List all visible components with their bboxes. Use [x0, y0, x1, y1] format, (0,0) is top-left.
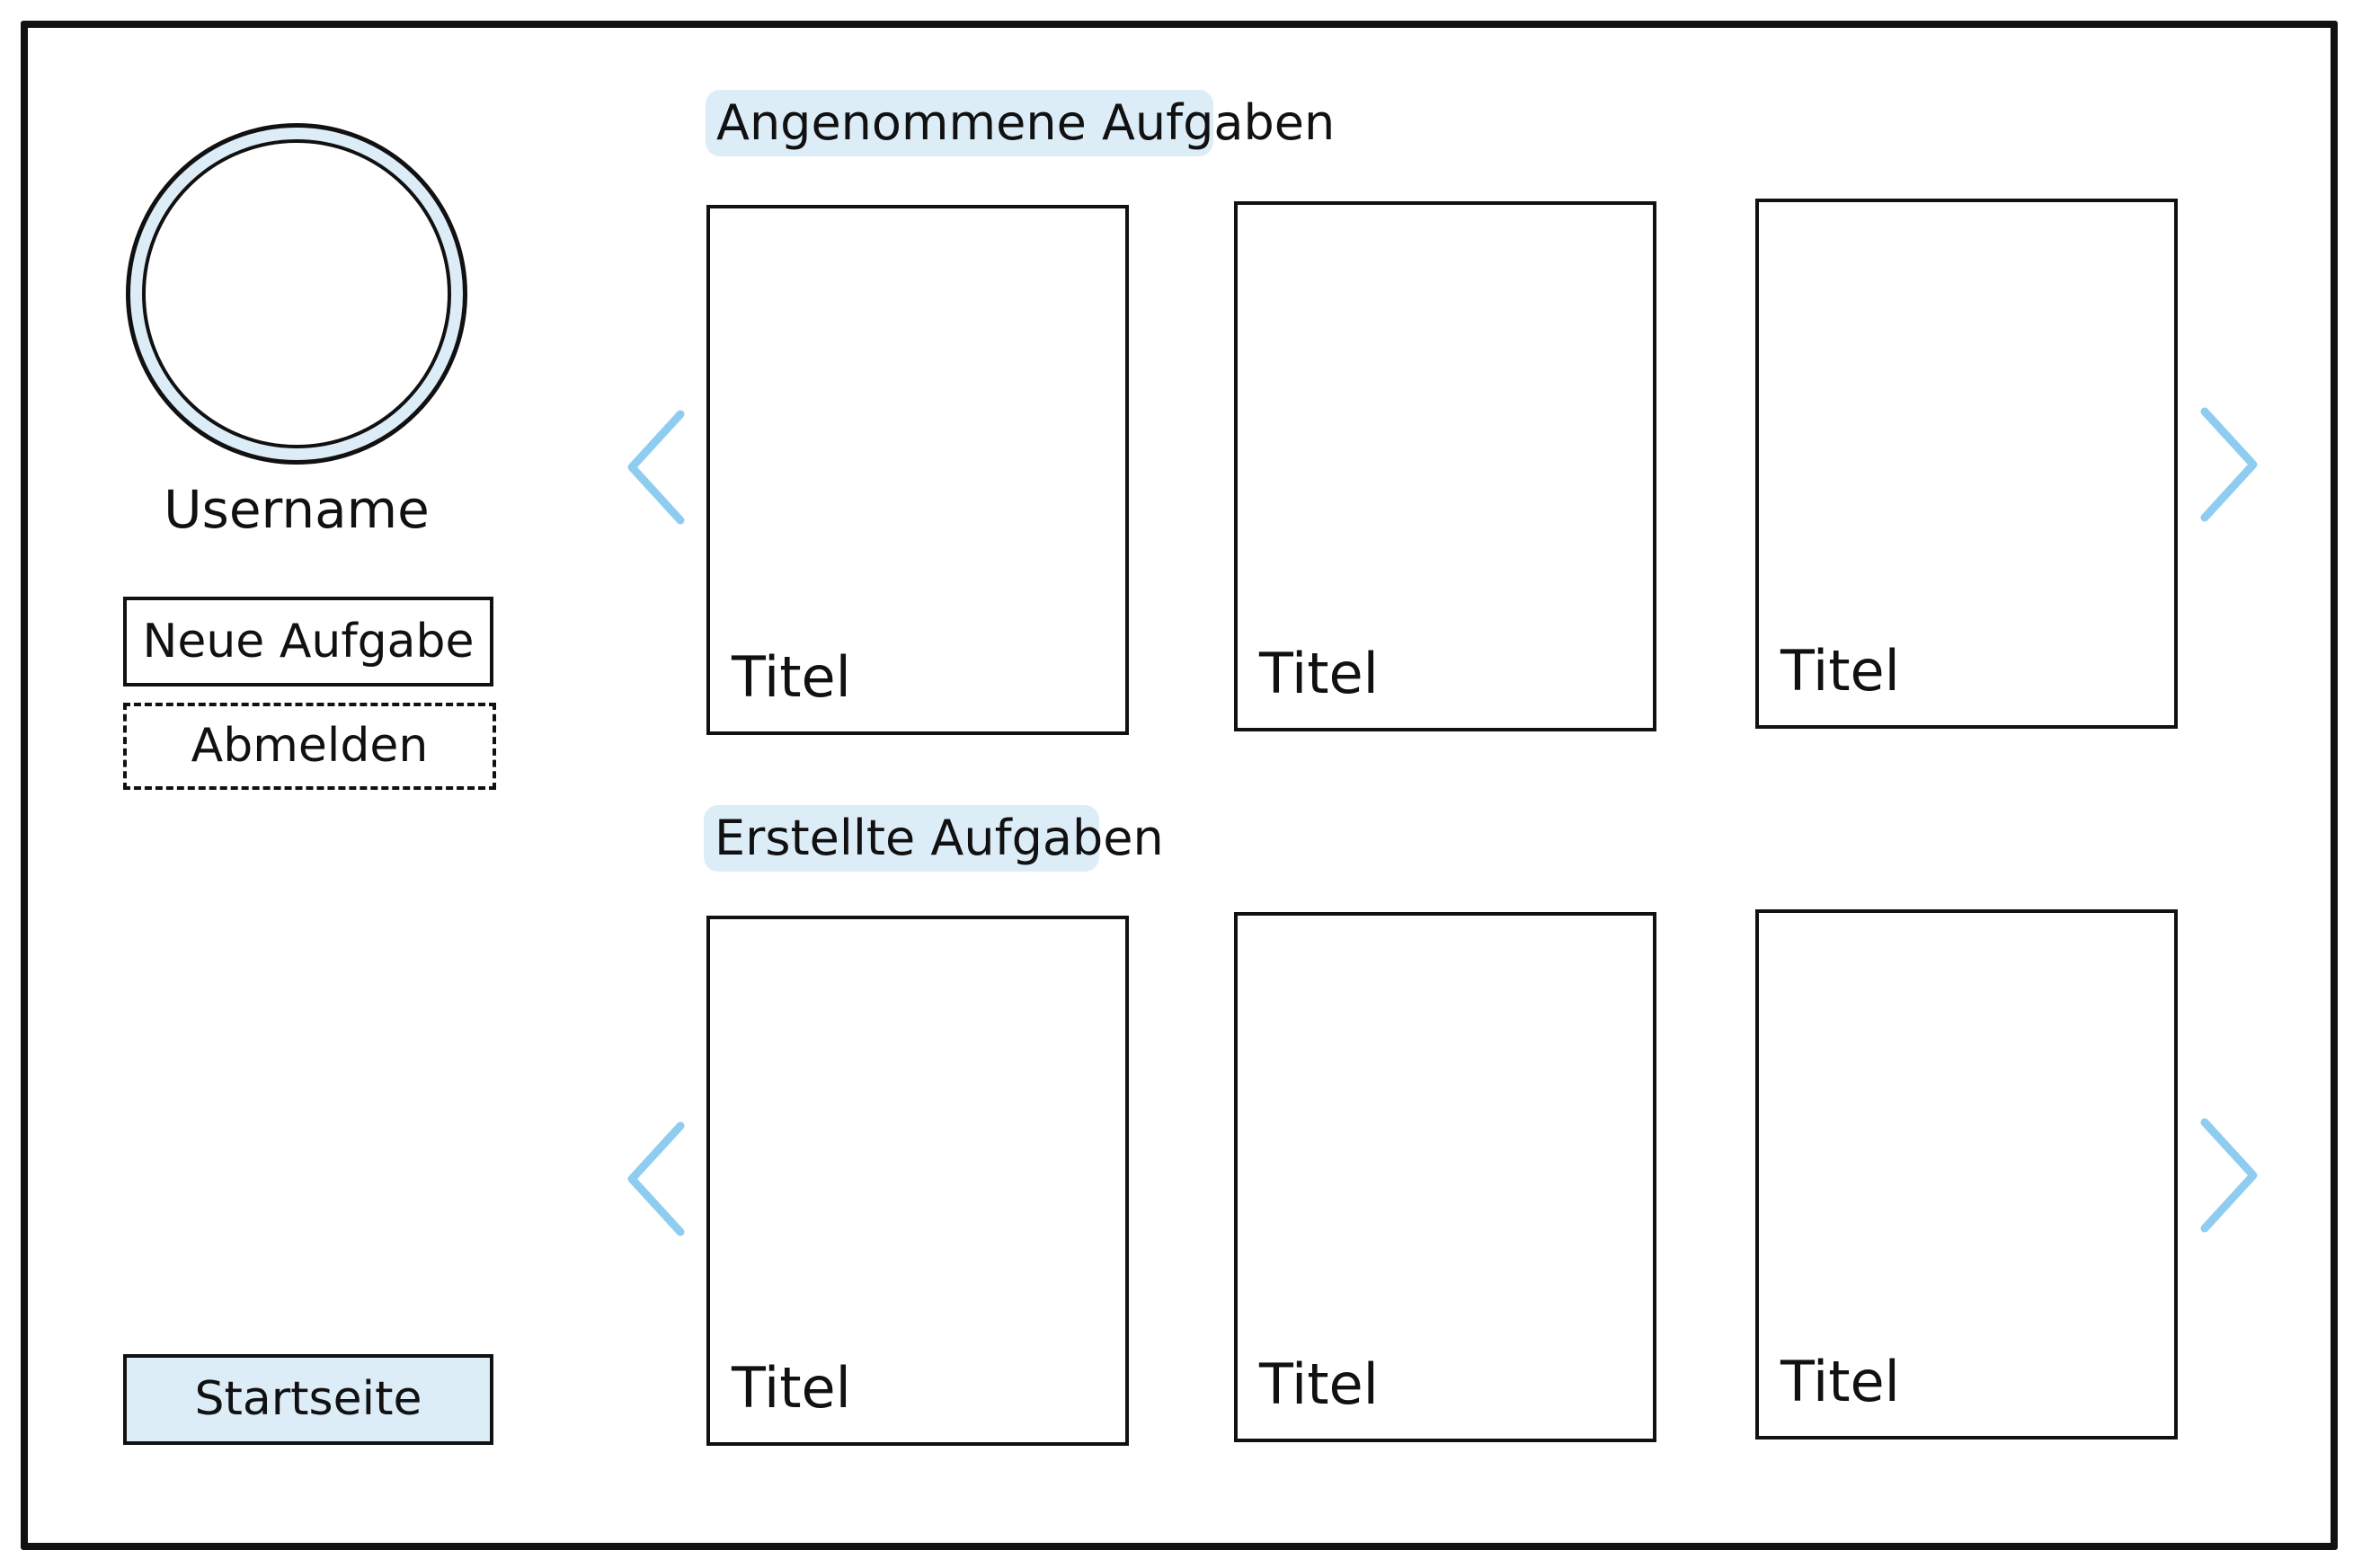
accepted-task-card-1[interactable]: Titel — [706, 205, 1129, 735]
chevron-left-icon — [627, 1121, 685, 1236]
card-title: Titel — [1780, 1349, 1900, 1414]
card-title: Titel — [1259, 1351, 1379, 1417]
created-task-card-1[interactable]: Titel — [706, 916, 1129, 1446]
card-title: Titel — [1259, 641, 1379, 706]
created-task-card-2[interactable]: Titel — [1234, 912, 1656, 1442]
section-title-created: Erstellte Aufgaben — [704, 805, 1164, 872]
avatar-image-placeholder — [142, 139, 451, 448]
logout-button[interactable]: Abmelden — [123, 703, 496, 790]
card-title: Titel — [1780, 638, 1900, 704]
chevron-right-icon — [2200, 407, 2258, 522]
accepted-task-card-2[interactable]: Titel — [1234, 201, 1656, 731]
chevron-left-icon — [627, 410, 685, 525]
card-title: Titel — [732, 1355, 851, 1421]
accepted-next-arrow[interactable] — [2198, 406, 2260, 523]
accepted-prev-arrow[interactable] — [625, 409, 688, 526]
accepted-task-card-3[interactable]: Titel — [1755, 199, 2178, 729]
app-frame — [21, 21, 2338, 1550]
created-next-arrow[interactable] — [2198, 1117, 2260, 1234]
created-prev-arrow[interactable] — [625, 1121, 688, 1237]
chevron-right-icon — [2200, 1118, 2258, 1233]
avatar[interactable] — [126, 123, 467, 465]
created-task-card-3[interactable]: Titel — [1755, 909, 2178, 1440]
section-title-accepted: Angenommene Aufgaben — [706, 90, 1335, 156]
username-label: Username — [164, 479, 430, 540]
card-title: Titel — [732, 644, 851, 710]
new-task-button[interactable]: Neue Aufgabe — [123, 597, 493, 687]
home-button[interactable]: Startseite — [123, 1354, 493, 1445]
